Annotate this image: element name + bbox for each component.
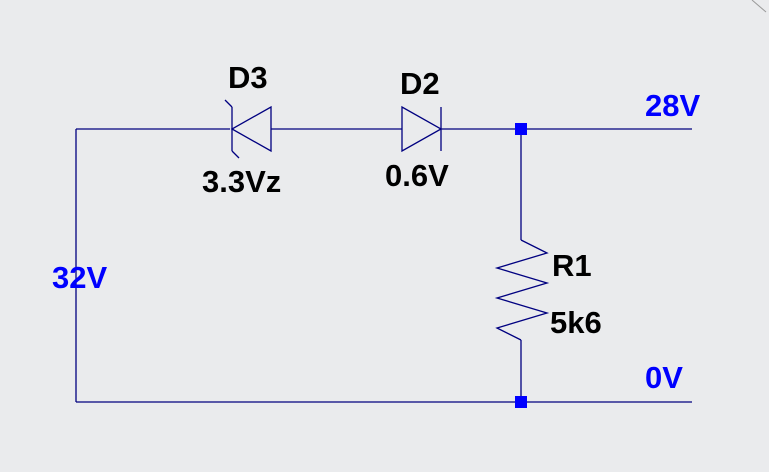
wires bbox=[75, 128, 692, 403]
r1-ref-label: R1 bbox=[552, 248, 592, 283]
net-label-ground: 0V bbox=[645, 360, 683, 395]
resistor-r1-symbol[interactable] bbox=[494, 239, 550, 341]
diode-d2-symbol[interactable] bbox=[401, 105, 443, 153]
junction-dot-top bbox=[515, 123, 527, 135]
d3-ref-label: D3 bbox=[228, 60, 268, 95]
junction-dot-bottom bbox=[515, 396, 527, 408]
r1-value-label: 5k6 bbox=[550, 305, 602, 340]
d2-ref-label: D2 bbox=[400, 66, 440, 101]
d3-value-label: 3.3Vz bbox=[202, 164, 282, 199]
net-label-output: 28V bbox=[645, 88, 701, 123]
net-label-input: 32V bbox=[52, 260, 108, 295]
d2-value-label: 0.6V bbox=[385, 158, 449, 193]
zener-diode-d3-symbol[interactable] bbox=[224, 99, 272, 159]
corner-mark bbox=[751, 0, 767, 13]
